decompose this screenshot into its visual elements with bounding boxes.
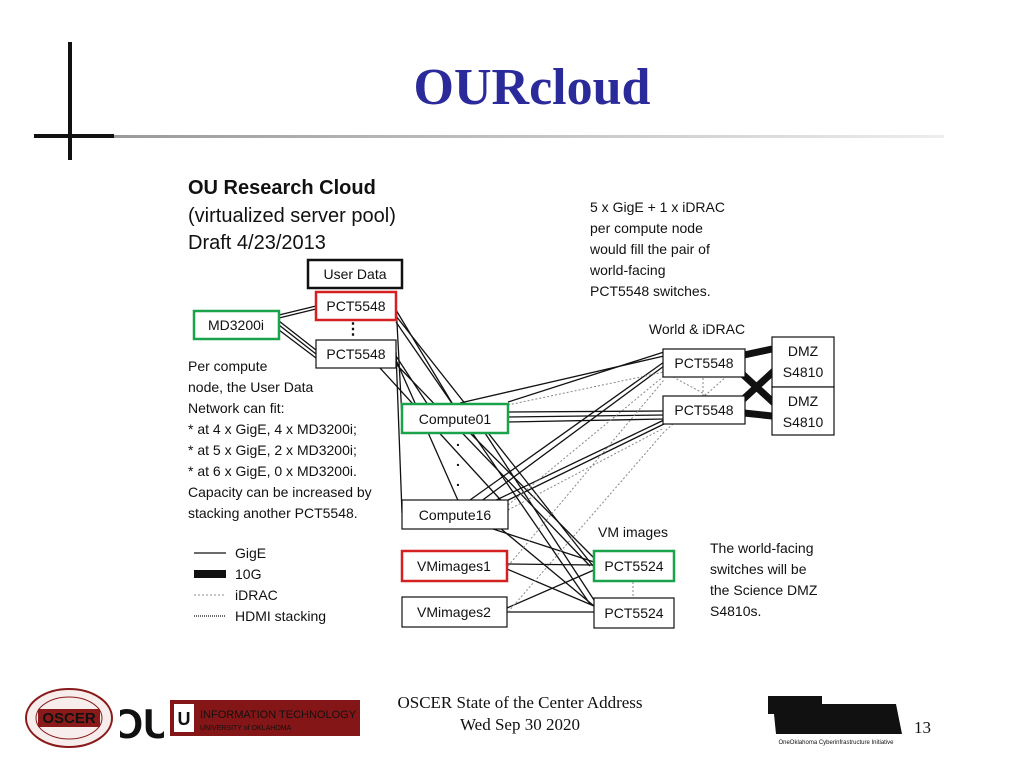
pct5548-mid-label: PCT5548 — [326, 346, 385, 362]
user-data-label: User Data — [323, 266, 386, 282]
note-left-line: * at 6 x GigE, 0 x MD3200i. — [188, 463, 357, 479]
legend-gige-label: GigE — [235, 545, 266, 561]
md3200i-box — [192, 309, 281, 341]
md3200i-label: MD3200i — [208, 317, 264, 333]
pct5524-top-box — [592, 549, 676, 583]
vmimages1-label: VMimages1 — [417, 558, 491, 574]
compute01-box — [400, 402, 510, 435]
note-top-line: 5 x GigE + 1 x iDRAC — [590, 199, 725, 215]
note-top: 5 x GigE + 1 x iDRAC per compute node wo… — [589, 199, 725, 299]
legend-hdmi-label: HDMI stacking — [235, 608, 326, 624]
note-top-line: per compute node — [590, 220, 703, 236]
dmz-top-line1: DMZ — [788, 343, 819, 359]
idrac-links — [507, 359, 746, 613]
dmz-bot-line1: DMZ — [788, 393, 819, 409]
dmz-bot-box — [771, 386, 835, 436]
slide-vertical-rule — [68, 42, 72, 160]
stack-ellipsis: ⋮ — [345, 321, 361, 338]
pct5524-bot-box — [593, 597, 675, 629]
note-left: Per compute node, the User Data Network … — [188, 358, 372, 521]
it-logo: U INFORMATION TECHNOLOGY UNIVERSITY of O… — [170, 700, 360, 736]
compute16-label: Compute16 — [419, 507, 492, 523]
compute-ellipsis-dot: . — [456, 433, 460, 449]
pct5548-top-label: PCT5548 — [326, 298, 385, 314]
footer-line-1: OSCER State of the Center Address — [397, 693, 643, 712]
note-right-line: S4810s. — [710, 603, 761, 619]
world-pct5548-top-label: PCT5548 — [674, 355, 733, 371]
note-left-line: Network can fit: — [188, 400, 284, 416]
note-left-line: * at 4 x GigE, 4 x MD3200i; — [188, 421, 357, 437]
note-right-line: The world-facing — [710, 540, 814, 556]
compute-ellipsis-dot: . — [456, 473, 460, 489]
it-logo-line1: INFORMATION TECHNOLOGY — [200, 709, 357, 721]
gige-links — [278, 303, 665, 613]
legend: GigE 10G iDRAC HDMI stacking — [194, 545, 326, 624]
note-left-line: Capacity can be increased by — [188, 484, 372, 500]
vm-images-caption: VM images — [598, 524, 668, 540]
pct5524-bot-label: PCT5524 — [604, 605, 663, 621]
diagram-draft-date: Draft 4/23/2013 — [188, 232, 326, 254]
note-right-line: the Science DMZ — [710, 582, 818, 598]
vmimages2-label: VMimages2 — [417, 604, 491, 620]
pct5548-top-box — [314, 290, 398, 322]
note-left-line: Per compute — [188, 358, 268, 374]
it-logo-line2: UNIVERSITY of OKLAHOMA — [200, 725, 292, 732]
world-pct5548-bot-label: PCT5548 — [674, 402, 733, 418]
oneocii-logo-text: ONEOCII — [790, 706, 883, 731]
world-pct5548-bot-box — [662, 395, 746, 425]
legend-10g-swatch — [194, 570, 226, 578]
note-top-line: world-facing — [589, 262, 665, 278]
it-logo-emblem: U — [178, 709, 191, 729]
legend-idrac-label: iDRAC — [235, 587, 278, 603]
oscer-logo-text: OSCER — [42, 710, 96, 727]
dmz-top-line2: S4810 — [783, 364, 824, 380]
footer-line-2: Wed Sep 30 2020 — [460, 715, 580, 734]
diagram-heading: OU Research Cloud — [188, 177, 376, 199]
note-top-line: would fill the pair of — [589, 241, 710, 257]
world-idrac-caption: World & iDRAC — [649, 321, 745, 337]
compute-ellipsis-dot: . — [456, 453, 460, 469]
pct5548-mid-box — [315, 339, 397, 369]
slide-footer: OSCER State of the Center Address Wed Se… — [355, 692, 685, 736]
slide-horizontal-rule-fade — [114, 135, 944, 138]
dmz-bot-line2: S4810 — [783, 414, 824, 430]
slide-horizontal-rule — [34, 134, 114, 138]
note-left-line: * at 5 x GigE, 2 x MD3200i; — [188, 442, 357, 458]
note-top-line: PCT5548 switches. — [590, 283, 711, 299]
page-number: 13 — [914, 718, 931, 737]
legend-10g-label: 10G — [235, 566, 261, 582]
compute01-label: Compute01 — [419, 411, 492, 427]
vmimages1-box — [400, 549, 509, 583]
ou-logo-text: OU — [120, 700, 164, 747]
oneocii-logo: ONEOCII OneOklahoma Cyberinfrastructure … — [768, 696, 902, 746]
pct5524-top-label: PCT5524 — [604, 558, 663, 574]
oneocii-tagline: OneOklahoma Cyberinfrastructure Initiati… — [778, 740, 894, 746]
note-right: The world-facing switches will be the Sc… — [710, 540, 818, 619]
vmimages2-box — [401, 596, 508, 628]
compute16-box — [401, 499, 509, 530]
ou-logo: OU — [120, 688, 164, 748]
diagram-subheading: (virtualized server pool) — [188, 205, 396, 227]
dmz-top-box — [771, 336, 835, 388]
world-pct5548-top-box — [662, 348, 746, 378]
oscer-logo: OSCER — [25, 688, 113, 748]
note-left-line: stacking another PCT5548. — [188, 505, 358, 521]
note-left-line: node, the User Data — [188, 379, 314, 395]
slide-title: OURcloud — [413, 59, 651, 116]
user-data-box — [306, 258, 404, 290]
note-right-line: switches will be — [710, 561, 807, 577]
